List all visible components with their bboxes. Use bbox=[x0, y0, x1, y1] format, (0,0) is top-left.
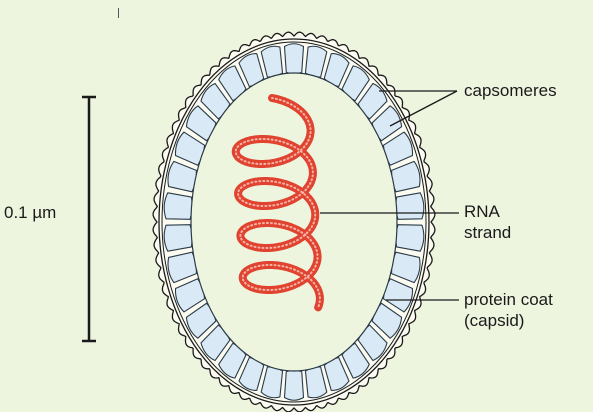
label-coat-line1: protein coat bbox=[464, 289, 553, 310]
capsid-interior bbox=[191, 73, 397, 371]
tick-mark bbox=[118, 8, 119, 18]
capsomere bbox=[396, 193, 424, 220]
label-coat-line2: (capsid) bbox=[464, 310, 524, 331]
capsomere bbox=[164, 193, 192, 220]
capsomere bbox=[284, 44, 303, 74]
capsomere bbox=[396, 225, 424, 252]
capsomere bbox=[164, 225, 192, 252]
scale-bar bbox=[82, 97, 96, 341]
label-capsomeres: capsomeres bbox=[464, 80, 557, 101]
label-rna-line1: RNA bbox=[464, 201, 500, 222]
capsomere bbox=[284, 370, 303, 400]
scale-bar-label: 0.1 µm bbox=[4, 202, 56, 223]
label-rna-line2: strand bbox=[464, 222, 511, 243]
